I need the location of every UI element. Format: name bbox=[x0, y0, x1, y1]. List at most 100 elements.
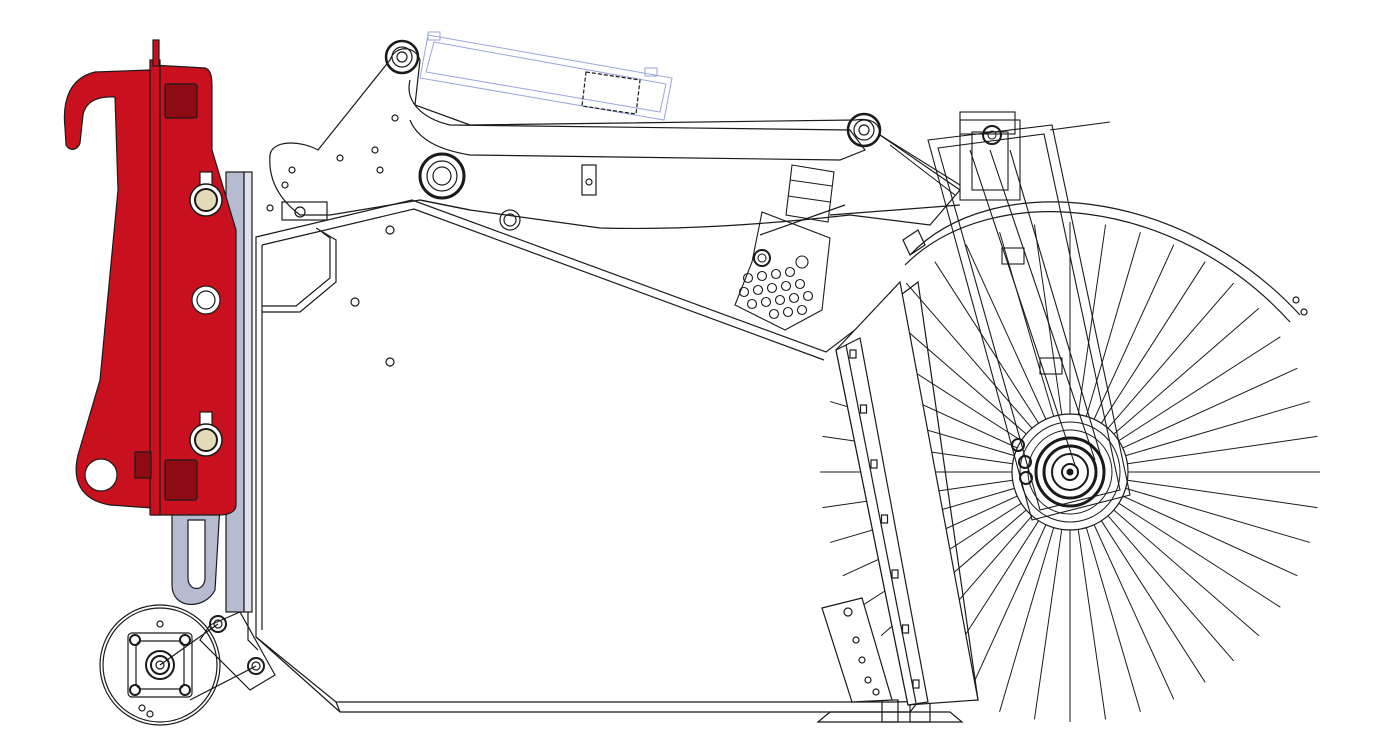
reel-tine bbox=[965, 524, 1047, 700]
deflector-rivet bbox=[901, 624, 910, 634]
skid-nut bbox=[881, 699, 899, 723]
bracket-plate bbox=[151, 64, 237, 516]
housing-inner-edge bbox=[261, 208, 825, 361]
reel-tine bbox=[1107, 282, 1235, 429]
reel-tine bbox=[1093, 524, 1175, 700]
bracket-hole bbox=[84, 458, 118, 492]
arm-tab bbox=[581, 164, 597, 196]
deflector-rivet bbox=[891, 569, 899, 579]
bracket-hole bbox=[196, 290, 216, 310]
hub-bolt bbox=[1018, 455, 1032, 469]
housing-hole bbox=[385, 357, 395, 367]
reel-tine bbox=[1125, 487, 1311, 543]
reel-tine bbox=[1100, 261, 1206, 424]
bracket-body bbox=[63, 69, 153, 509]
main-pivot-bearing bbox=[418, 152, 466, 200]
reel-tine bbox=[1107, 515, 1235, 662]
arm-hole bbox=[266, 204, 274, 212]
bushing-top bbox=[189, 171, 223, 217]
wheel-bolt bbox=[129, 684, 141, 696]
reel-tine bbox=[1113, 509, 1260, 637]
adjuster-hole bbox=[746, 298, 758, 310]
guard-bracket bbox=[902, 229, 926, 256]
hydraulic-cylinder bbox=[419, 31, 673, 121]
adjuster-hole bbox=[802, 290, 814, 302]
adjuster-hole bbox=[782, 306, 794, 318]
arm-hole bbox=[499, 209, 521, 231]
reel-tine bbox=[1033, 224, 1063, 415]
adjuster-hole bbox=[780, 280, 792, 292]
reel-tine bbox=[1077, 529, 1107, 720]
mounting-bracket bbox=[63, 39, 237, 516]
adjuster-plate bbox=[734, 164, 835, 331]
reel-tine bbox=[1085, 527, 1141, 713]
deflector-foot bbox=[821, 597, 893, 703]
arm-hole bbox=[281, 181, 289, 189]
reel-tine bbox=[1093, 244, 1175, 420]
reel-tine bbox=[1127, 435, 1318, 465]
deflector-rivets bbox=[849, 349, 920, 689]
bracket-block bbox=[164, 459, 198, 501]
reel-guard bbox=[902, 201, 1308, 323]
wheel-bolt bbox=[129, 634, 141, 646]
reel-tine bbox=[999, 527, 1055, 713]
reel-tine bbox=[965, 244, 1047, 420]
adjuster-hole bbox=[742, 272, 754, 284]
bottom-plate bbox=[255, 636, 919, 713]
arm-bracket bbox=[281, 201, 328, 221]
reel-tine bbox=[1122, 367, 1298, 449]
reel-tine bbox=[1033, 529, 1063, 720]
reel-tine bbox=[1122, 495, 1298, 577]
reel-hub bbox=[1011, 413, 1129, 531]
adjuster-hole bbox=[768, 308, 780, 320]
reel-tine bbox=[1085, 231, 1141, 417]
motor-cap bbox=[959, 111, 1016, 135]
reel-tine bbox=[905, 282, 1033, 429]
reel-tine bbox=[1077, 224, 1107, 415]
wheel-bolt bbox=[179, 634, 191, 646]
reel-tine bbox=[1127, 479, 1318, 509]
lift-arm bbox=[266, 31, 961, 236]
motor-housing bbox=[959, 119, 1021, 201]
adjuster-hole bbox=[796, 304, 808, 316]
deflector-rivet bbox=[849, 349, 857, 359]
arm-hole bbox=[288, 166, 296, 174]
deflector-panel bbox=[821, 280, 979, 706]
arm-hole bbox=[391, 114, 399, 122]
deflector-rivet bbox=[912, 679, 920, 689]
reel-tine bbox=[1100, 520, 1206, 683]
arm-hole bbox=[376, 166, 384, 174]
reel-tine bbox=[1113, 307, 1260, 435]
adjuster-hole bbox=[738, 286, 750, 298]
wheel-bolt bbox=[179, 684, 191, 696]
reel-tine bbox=[1125, 401, 1311, 457]
deflector-rivet bbox=[859, 404, 868, 414]
skid bbox=[816, 711, 964, 723]
adjuster-block bbox=[785, 164, 835, 223]
side-wheel bbox=[99, 604, 276, 726]
adjuster-hole bbox=[752, 284, 764, 296]
reel-tine bbox=[1118, 336, 1281, 442]
adjuster-holes bbox=[738, 266, 814, 320]
bracket-block bbox=[164, 83, 198, 119]
reel-tine bbox=[1118, 502, 1281, 608]
adjuster-hole bbox=[788, 292, 800, 304]
adjuster-hole bbox=[774, 294, 786, 306]
adjuster-hole bbox=[784, 266, 796, 278]
bushing-bottom bbox=[189, 411, 223, 457]
hub-bolt bbox=[1019, 471, 1033, 485]
adjuster-hole bbox=[794, 278, 806, 290]
arm-hole bbox=[371, 146, 379, 154]
wheel-flange bbox=[127, 632, 193, 698]
cylinder-rod-block bbox=[581, 71, 641, 115]
motor-shaft bbox=[982, 125, 1002, 145]
wheel-hub bbox=[145, 650, 175, 680]
bracket-strip bbox=[149, 59, 161, 516]
wheel-link bbox=[199, 611, 276, 691]
housing-hole bbox=[385, 225, 395, 235]
pivot-bearing bbox=[846, 112, 882, 148]
deflector-rivet bbox=[880, 514, 889, 524]
reel-tine bbox=[999, 231, 1055, 417]
arm-label-tab bbox=[1001, 247, 1025, 265]
